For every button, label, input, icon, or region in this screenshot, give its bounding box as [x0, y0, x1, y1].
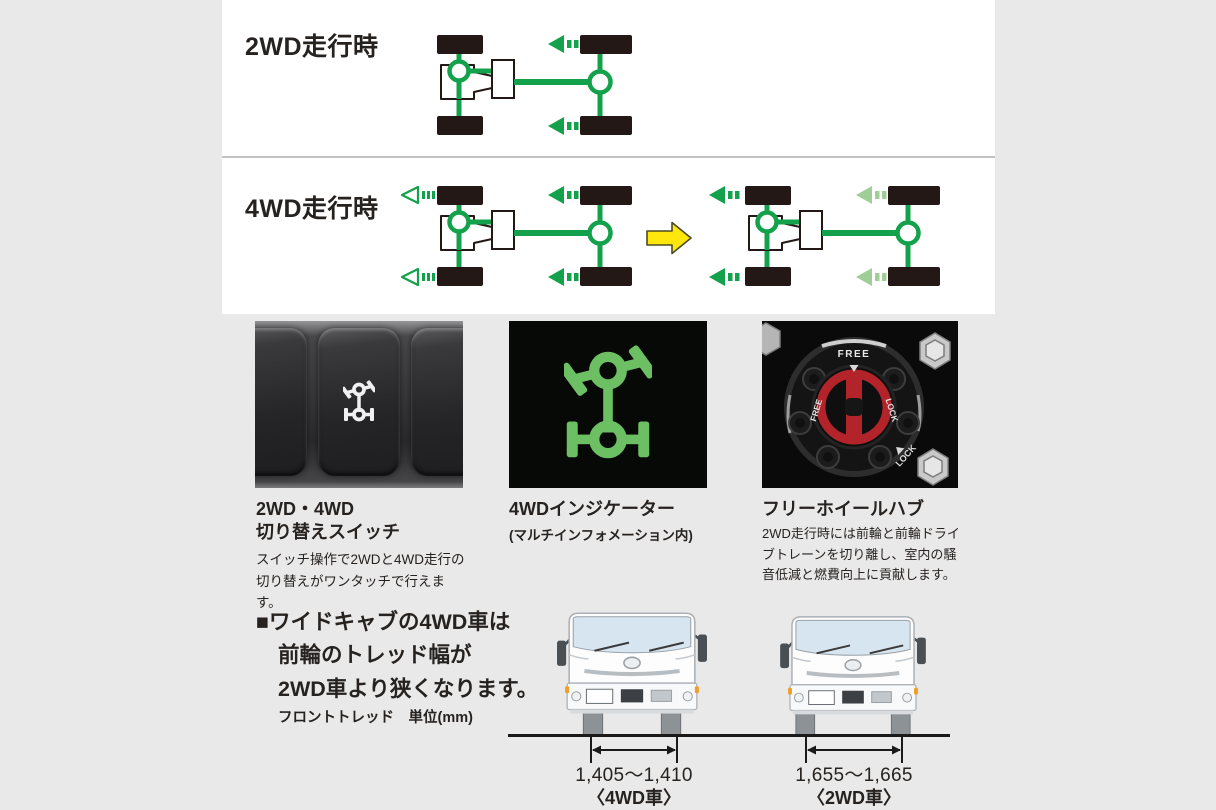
tread-note-line1: ■ワイドキャブの4WD車は	[256, 610, 511, 634]
ground-line	[508, 734, 950, 737]
rear-faded-arrows-icon	[856, 186, 887, 286]
hub-free-label: FREE	[838, 349, 871, 360]
rear-drive-arrows-icon	[548, 186, 579, 286]
label-4wd-mode: 4WD走行時	[245, 195, 379, 223]
free-wheel-hub-icon: FREE FREE LOCK LOCK	[762, 321, 958, 488]
indicator-caption-title: 4WDインジケーター	[509, 499, 675, 519]
transition-arrow-icon	[646, 221, 692, 255]
tread-value-2wd: 1,655〜1,665	[795, 765, 913, 786]
truck-front-4wd	[557, 612, 707, 736]
hub-caption-desc: 2WD走行時には前輪と前輪ドライブトレーンを切り離し、室内の騒音低減と燃費向上に…	[762, 526, 960, 583]
truck-front-2wd	[780, 616, 926, 736]
front-hollow-arrows-icon	[400, 186, 435, 286]
photo-4wd-indicator	[509, 321, 707, 488]
label-2wd-mode: 2WD走行時	[245, 33, 379, 61]
dash-button-right	[411, 328, 463, 476]
dimension-arrow-4wd	[590, 737, 678, 763]
hub-caption-title: フリーホイールハブ	[762, 499, 924, 519]
photo-4wd-switch	[255, 321, 463, 488]
switch-caption-title: 2WD・4WD 切り替えスイッチ	[256, 499, 400, 543]
chrome-bolt-icon	[762, 322, 951, 486]
tread-note: ■ワイドキャブの4WD車は 前輪のトレッド幅が 2WD車より狭くなります。	[256, 606, 538, 706]
tread-note-caption: フロントトレッド 単位(mm)	[278, 710, 473, 726]
tread-value-4wd: 1,405〜1,410	[575, 765, 693, 786]
front-drive-arrows-icon	[709, 186, 740, 286]
4wd-switch-icon	[343, 380, 375, 422]
tread-label-4wd: 〈4WD車〉	[587, 788, 681, 808]
panel-divider	[222, 156, 995, 158]
4wd-indicator-icon	[564, 344, 652, 458]
drivetrain-diagram-4wd-after	[709, 186, 940, 286]
dash-button-4wd	[318, 328, 400, 476]
switch-caption-desc: スイッチ操作で2WDと4WD走行の切り替えがワンタッチで行えます。	[256, 552, 465, 611]
dimension-arrow-2wd	[805, 737, 903, 763]
photo-free-wheel-hub: FREE FREE LOCK LOCK	[762, 321, 958, 488]
drivetrain-diagram-2wd	[437, 35, 632, 135]
tread-label-2wd: 〈2WD車〉	[807, 788, 901, 808]
rear-drive-arrows-icon	[548, 35, 579, 135]
tread-note-line2: 前輪のトレッド幅が	[278, 643, 472, 668]
indicator-caption-sub: (マルチインフォメーション内)	[509, 528, 693, 543]
drivetrain-diagram-4wd-before	[400, 186, 632, 286]
switch-panel	[255, 328, 463, 476]
dash-button-left	[255, 328, 307, 476]
tread-note-line3: 2WD車より狭くなります。	[278, 676, 539, 701]
